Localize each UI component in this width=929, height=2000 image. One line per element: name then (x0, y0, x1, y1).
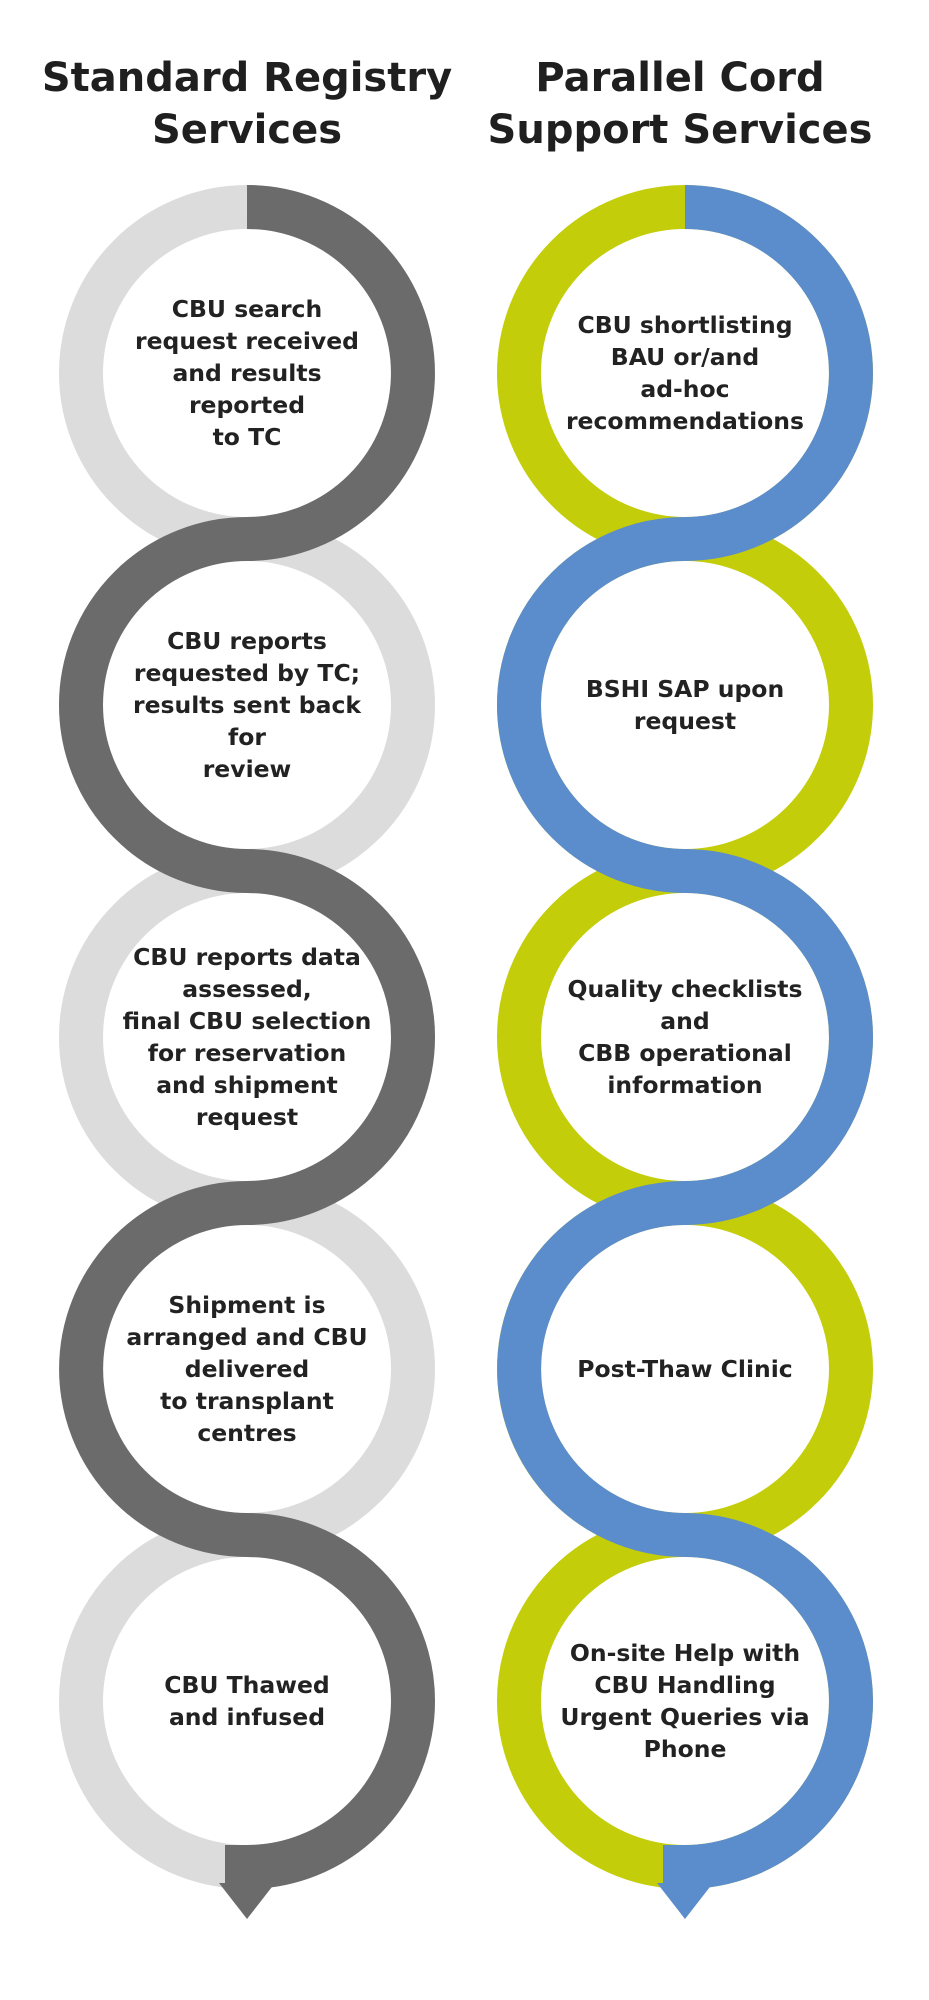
flow-arrow-head (219, 1883, 275, 1919)
flow-arrow-head (657, 1883, 713, 1919)
step-label: CBU shortlisting BAU or/and ad-hoc recom… (565, 311, 805, 435)
step-label: CBU reports requested by TC; results sen… (132, 627, 361, 783)
step-label: CBU search request received and results … (135, 295, 359, 451)
step-label: Quality checklists and CBB operational i… (567, 975, 803, 1099)
parallel-cord-flow (497, 185, 873, 1919)
standard-registry-title: Standard Registry Services (41, 55, 453, 153)
parallel-cord-title: Parallel Cord Support Services (487, 55, 873, 153)
serpentine-path (59, 185, 435, 1889)
step-label: CBU Thawed and infused (164, 1671, 330, 1731)
standard-registry-flow (59, 185, 435, 1919)
step-label: Shipment is arranged and CBU delivered t… (126, 1291, 368, 1447)
step-label: On-site Help with CBU Handling Urgent Qu… (560, 1639, 810, 1763)
serpentine-path (497, 185, 873, 1889)
step-label: Post-Thaw Clinic (577, 1355, 793, 1383)
step-label: CBU reports data assessed, final CBU sel… (122, 943, 372, 1131)
step-label: BSHI SAP upon request (585, 675, 785, 735)
